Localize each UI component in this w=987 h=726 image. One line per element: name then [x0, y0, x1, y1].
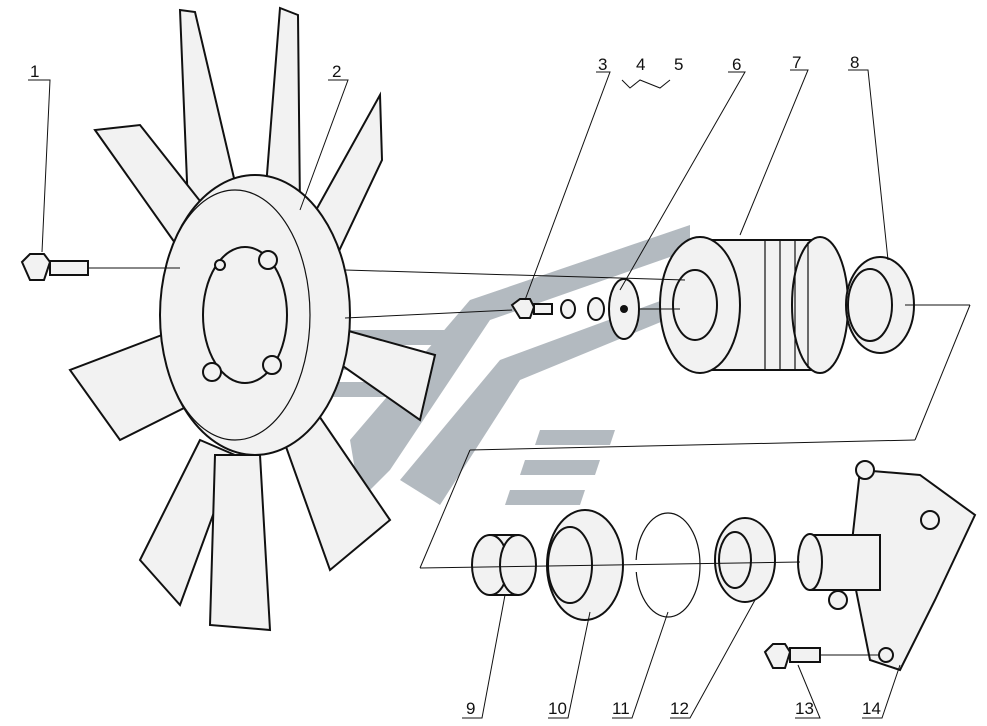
bearing-part-8: [845, 256, 915, 354]
callout-6: 6: [732, 55, 741, 74]
callout-14: 14: [862, 699, 881, 718]
callout-3: 3: [598, 55, 607, 74]
callout-11: 11: [612, 699, 630, 718]
callout-10: 10: [548, 699, 567, 718]
fan-blade: [138, 438, 237, 607]
small-bolt-washers: [510, 278, 640, 340]
callout-4: 4: [636, 55, 645, 74]
fan-hub-ring: [159, 189, 311, 441]
bolt-part-13: [763, 643, 821, 669]
bracket-part-14: [797, 460, 977, 672]
bolt-part-1: [20, 253, 89, 281]
fan-assembly: [68, 6, 437, 632]
callout-8: 8: [850, 53, 859, 72]
callout-9: 9: [466, 699, 475, 718]
callout-12: 12: [670, 699, 689, 718]
callout-2: 2: [332, 62, 341, 81]
fan-blade: [208, 454, 272, 632]
hub-bolt: [202, 362, 222, 382]
leader-lines: [28, 69, 901, 719]
hub-bolt: [262, 355, 282, 375]
callout-1: 1: [30, 62, 39, 81]
assembly-lines: [88, 267, 971, 656]
pulley-part-7: [659, 236, 849, 374]
seal-part-12: [714, 517, 776, 603]
bushing-part-9: [471, 534, 537, 596]
callout-labels: 1 2 3 4 5 6 7 8 9 10 11 12 13 14: [30, 53, 881, 718]
hub-bolt: [258, 250, 278, 270]
hub-bolt: [214, 259, 226, 271]
callout-5: 5: [674, 55, 683, 74]
fan-hub-bore: [202, 246, 288, 384]
callout-7: 7: [792, 53, 801, 72]
callout-13: 13: [795, 699, 814, 718]
